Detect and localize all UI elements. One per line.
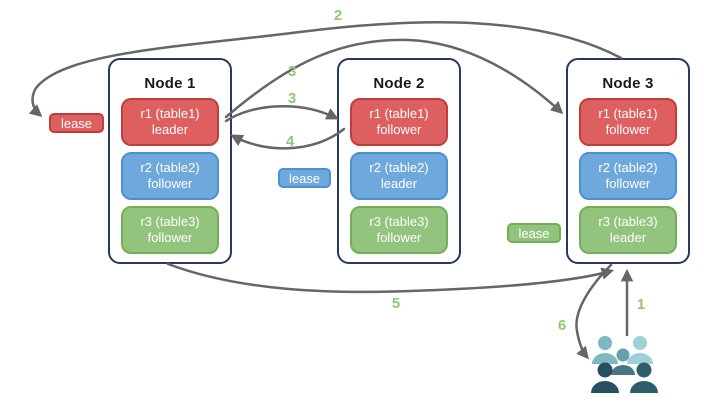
range-r1-node2: r1 (table1) follower	[350, 98, 448, 146]
lease-badge-r2: lease	[278, 168, 331, 188]
range-role: follower	[605, 122, 651, 137]
step-label-3a: 3	[287, 63, 297, 80]
range-name: r2 (table2)	[369, 160, 429, 175]
range-r1-node1: r1 (table1) leader	[121, 98, 219, 146]
range-name: r1 (table1)	[598, 106, 658, 121]
arrow-step-3-node1-to-node2	[224, 104, 339, 123]
range-name: r2 (table2)	[598, 160, 658, 175]
node-3: Node 3 r1 (table1) follower r2 (table2) …	[566, 58, 690, 264]
range-r3-node3: r3 (table3) leader	[579, 206, 677, 254]
node-title: Node 1	[144, 75, 196, 92]
step-label-6: 6	[557, 317, 567, 334]
lease-badge-r1: lease	[49, 113, 104, 133]
step-label-1: 1	[636, 296, 646, 313]
range-name: r3 (table3)	[598, 214, 658, 229]
users-group-icon	[591, 336, 658, 393]
range-role: leader	[609, 230, 647, 245]
step-label-2: 2	[333, 7, 343, 24]
range-name: r3 (table3)	[140, 214, 200, 229]
range-role: leader	[151, 122, 189, 137]
range-role: follower	[605, 176, 651, 191]
step-label-4: 4	[285, 133, 295, 150]
arrow-step-5-node1-to-node3	[166, 262, 615, 294]
range-r2-node3: r2 (table2) follower	[579, 152, 677, 200]
range-r3-node2: r3 (table3) follower	[350, 206, 448, 254]
range-name: r2 (table2)	[140, 160, 200, 175]
node-2: Node 2 r1 (table1) follower r2 (table2) …	[337, 58, 461, 264]
node-1: Node 1 r1 (table1) leader r2 (table2) fo…	[108, 58, 232, 264]
step-label-3b: 3	[287, 90, 297, 107]
range-role: follower	[147, 176, 193, 191]
range-role: leader	[380, 176, 418, 191]
range-r3-node1: r3 (table3) follower	[121, 206, 219, 254]
arrow-step-6-node3-to-users	[575, 263, 613, 360]
range-name: r1 (table1)	[140, 106, 200, 121]
step-label-5: 5	[391, 295, 401, 312]
range-role: follower	[376, 122, 422, 137]
range-r1-node3: r1 (table1) follower	[579, 98, 677, 146]
node-title: Node 3	[602, 75, 654, 92]
range-r2-node2: r2 (table2) leader	[350, 152, 448, 200]
node-title: Node 2	[373, 75, 425, 92]
range-role: follower	[147, 230, 193, 245]
range-name: r3 (table3)	[369, 214, 429, 229]
range-role: follower	[376, 230, 422, 245]
range-name: r1 (table1)	[369, 106, 429, 121]
range-r2-node1: r2 (table2) follower	[121, 152, 219, 200]
lease-badge-r3: lease	[507, 223, 561, 243]
